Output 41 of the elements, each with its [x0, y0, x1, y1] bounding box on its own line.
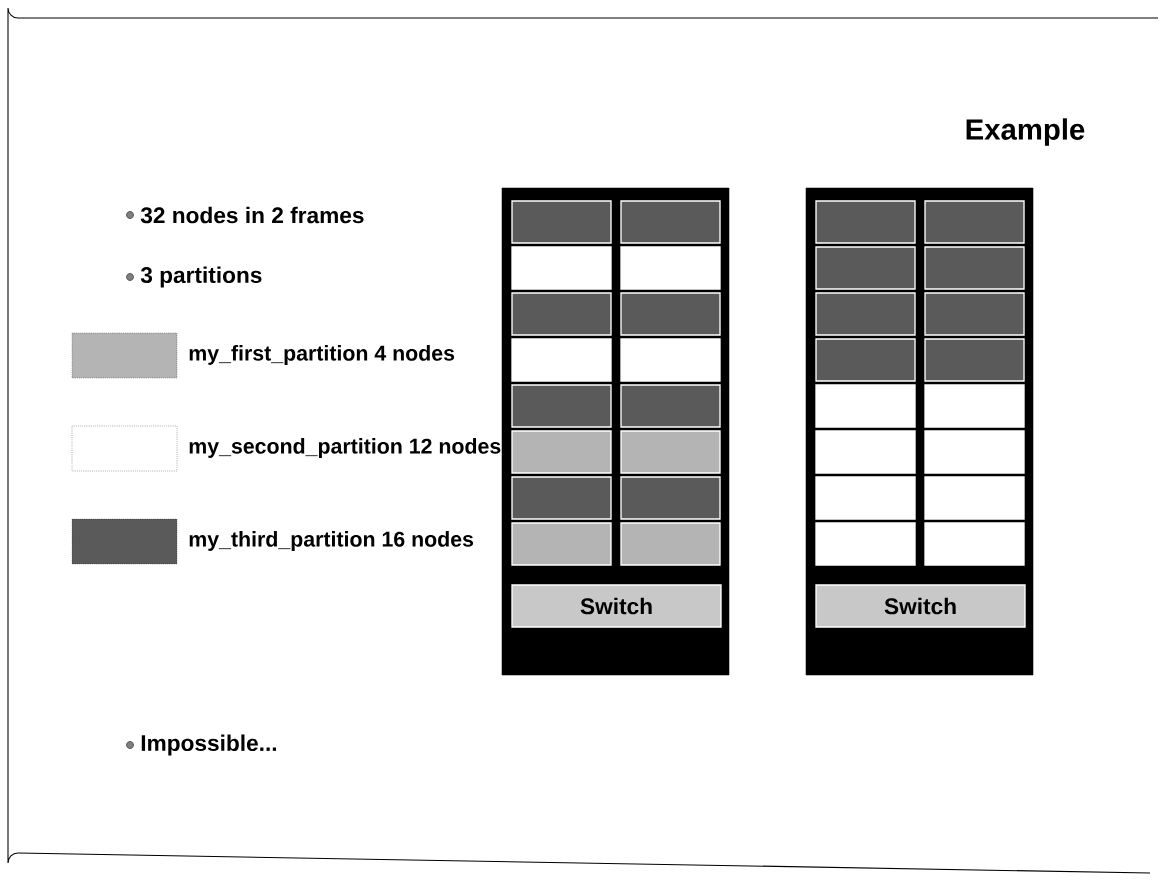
node-slot [511, 200, 612, 244]
node-slot [620, 200, 721, 244]
node-slot [511, 338, 612, 382]
node-slot [924, 246, 1025, 290]
node-slot [815, 338, 916, 382]
node-slot [924, 292, 1025, 336]
node-slot [815, 246, 916, 290]
node-slot [924, 522, 1025, 566]
bullet-text: Impossible... [141, 734, 277, 756]
node-slot [620, 430, 721, 474]
legend-text: my_third_partition 16 nodes [189, 531, 474, 551]
node-slot [511, 522, 612, 566]
node-slot [815, 522, 916, 566]
node-slot [924, 200, 1025, 244]
node-slot [924, 476, 1025, 520]
switch-box: Switch [815, 584, 1026, 628]
bullet-text: 32 nodes in 2 frames [140, 206, 364, 224]
node-slot [511, 246, 612, 290]
node-slot [815, 384, 916, 428]
node-slot [924, 338, 1025, 382]
node-slot [815, 200, 916, 244]
title: Example [966, 118, 1085, 146]
node-slot [620, 292, 721, 336]
node-slot [815, 430, 916, 474]
node-slot [511, 476, 612, 520]
legend-text: my_second_partition 12 nodes [189, 438, 501, 458]
node-slot [815, 292, 916, 336]
node-slot [924, 430, 1025, 474]
node-slot [620, 384, 721, 428]
node-slot [924, 384, 1025, 428]
bullet-text: 3 partitions [140, 266, 262, 288]
node-slot [511, 384, 612, 428]
node-slot [620, 338, 721, 382]
node-slot [815, 476, 916, 520]
node-slot [620, 522, 721, 566]
legend-text: my_first_partition 4 nodes [189, 345, 455, 365]
node-slot [620, 246, 721, 290]
switch-box: Switch [511, 584, 722, 628]
node-slot [511, 292, 612, 336]
node-slot [620, 476, 721, 520]
node-slot [511, 430, 612, 474]
